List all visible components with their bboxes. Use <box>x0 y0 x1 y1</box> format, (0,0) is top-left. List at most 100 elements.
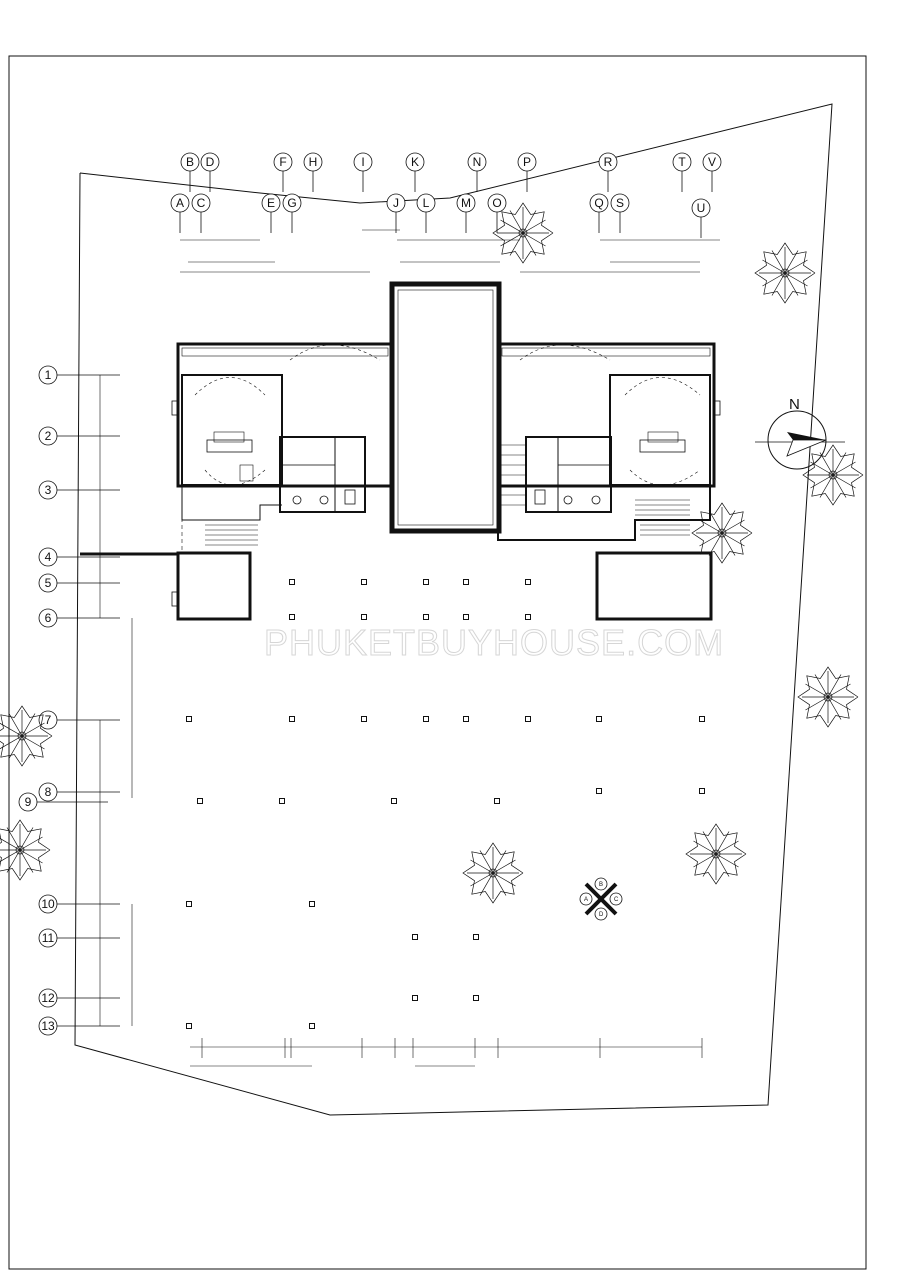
left-villa-plan <box>80 342 394 621</box>
column-label: N <box>473 155 482 169</box>
row-bubble-4: 4 <box>38 547 120 567</box>
column-post <box>279 798 285 804</box>
column-post <box>494 798 500 804</box>
compass-letter-c: C <box>614 897 619 903</box>
row-label: 13 <box>41 1019 55 1033</box>
column-bubble-e: E <box>261 193 281 233</box>
column-bubble-n: N <box>467 152 487 192</box>
column-post <box>699 788 705 794</box>
row-label: 12 <box>41 991 55 1005</box>
row-bubble-1: 1 <box>38 365 120 385</box>
column-post <box>525 614 531 620</box>
column-label: Q <box>594 196 603 210</box>
row-label: 8 <box>45 785 52 799</box>
column-bubble-r: R <box>598 152 618 192</box>
row-label: 9 <box>25 795 32 809</box>
column-post <box>361 716 367 722</box>
column-bubble-h: H <box>303 152 323 192</box>
column-bubble-i: I <box>353 152 373 192</box>
column-post <box>309 901 315 907</box>
tree-symbols <box>0 202 864 904</box>
column-bubble-l: L <box>416 193 436 233</box>
row-bubble-2: 2 <box>38 426 120 446</box>
column-bubble-m: M <box>456 193 476 233</box>
watermark-text: PHUKETBUYHOUSE.COM <box>264 622 724 663</box>
row-bubble-3: 3 <box>38 480 120 500</box>
row-bubble-9: 9 <box>18 792 108 812</box>
column-post <box>596 788 602 794</box>
compass-letter-a: A <box>584 897 588 903</box>
tree-symbol-icon <box>492 202 554 264</box>
column-post <box>463 579 469 585</box>
column-bubble-v: V <box>702 152 722 192</box>
column-bubble-c: C <box>191 193 211 233</box>
column-bubble-j: J <box>386 193 406 233</box>
column-label: V <box>708 155 716 169</box>
row-bubble-12: 12 <box>38 988 120 1008</box>
column-bubble-a: A <box>170 193 190 233</box>
column-bubble-f: F <box>273 152 293 192</box>
column-label: E <box>267 196 275 210</box>
column-label: K <box>411 155 419 169</box>
row-bubble-5: 5 <box>38 573 120 593</box>
column-bubble-u: U <box>691 198 711 238</box>
north-label: N <box>789 396 800 413</box>
row-bubble-6: 6 <box>38 608 120 628</box>
compass-letter-b: B <box>599 882 603 888</box>
site-boundary <box>74 103 833 1116</box>
drawing-frame <box>8 55 867 1270</box>
column-post <box>463 716 469 722</box>
column-post <box>525 716 531 722</box>
column-bubble-o: O <box>487 193 507 233</box>
column-label: M <box>461 196 471 210</box>
column-post <box>463 614 469 620</box>
column-post <box>699 716 705 722</box>
row-bubble-11: 11 <box>38 928 120 948</box>
tree-symbol-icon <box>462 842 524 904</box>
row-label: 11 <box>42 931 55 945</box>
column-bubble-q: Q <box>589 193 609 233</box>
column-post <box>423 579 429 585</box>
compass-rose-icon: A B C D <box>579 877 623 921</box>
tree-symbol-icon <box>0 705 53 767</box>
column-post <box>361 579 367 585</box>
right-villa-plan <box>496 342 721 621</box>
column-post <box>525 579 531 585</box>
column-posts <box>186 579 705 1029</box>
column-post <box>186 716 192 722</box>
tree-symbol-icon <box>691 502 753 564</box>
column-bubble-t: T <box>672 152 692 192</box>
column-label: B <box>186 155 194 169</box>
column-post <box>361 614 367 620</box>
left-dimension-lines <box>99 375 133 1026</box>
column-label: I <box>361 155 364 169</box>
column-bubble-g: G <box>282 193 302 233</box>
column-post <box>289 716 295 722</box>
row-label: 3 <box>45 483 52 497</box>
column-post <box>186 901 192 907</box>
row-label: 7 <box>45 713 52 727</box>
row-bubble-10: 10 <box>38 894 120 914</box>
column-post <box>596 716 602 722</box>
column-label: U <box>697 201 706 215</box>
column-label: A <box>176 196 184 210</box>
column-post <box>423 716 429 722</box>
column-bubble-d: D <box>200 152 220 192</box>
column-label: O <box>492 196 501 210</box>
north-arrow-icon: N <box>755 396 845 470</box>
column-post <box>412 934 418 940</box>
column-post <box>473 934 479 940</box>
top-dimension-lines <box>180 229 720 273</box>
column-bubble-p: P <box>517 152 537 192</box>
column-label: P <box>523 155 531 169</box>
column-post <box>197 798 203 804</box>
column-post <box>289 614 295 620</box>
row-label: 1 <box>45 368 52 382</box>
bottom-dimension-lines <box>190 1038 703 1067</box>
column-label: H <box>309 155 318 169</box>
tree-symbol-icon <box>754 242 816 304</box>
row-bubble-13: 13 <box>38 1016 120 1036</box>
